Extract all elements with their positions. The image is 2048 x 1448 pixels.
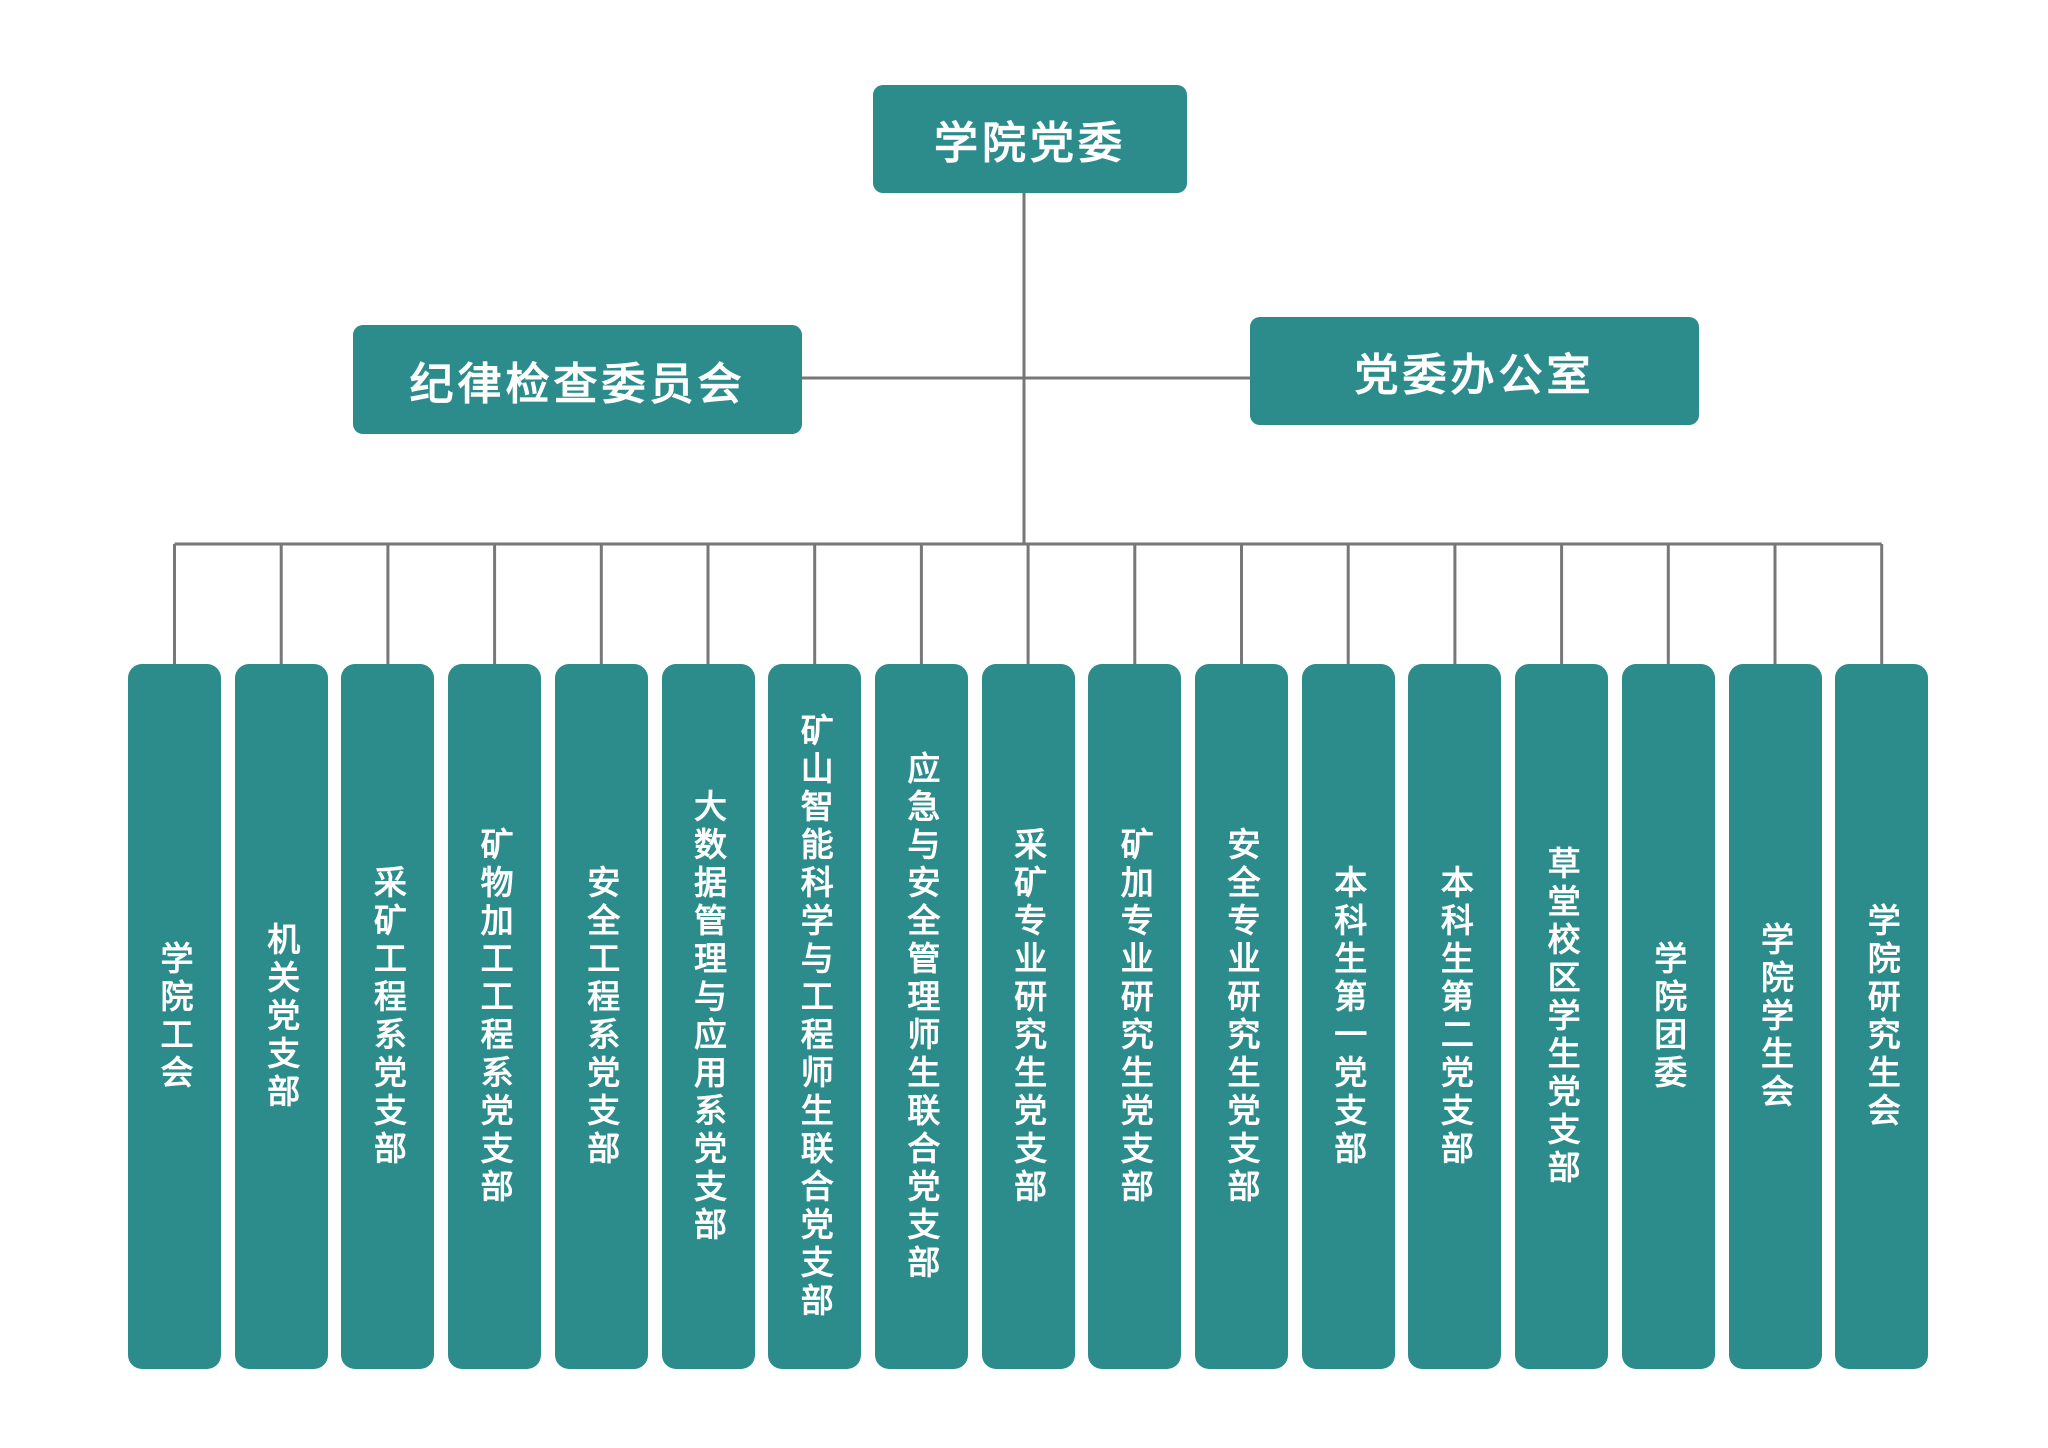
unit-node-label: 采矿专业研究生党支部 [1008,826,1048,1207]
party-office-label: 党委办公室 [1354,350,1595,401]
unit-node: 学院研究生会 [1835,664,1929,1369]
unit-node: 采矿工程系党支部 [341,664,435,1369]
unit-node: 安全专业研究生党支部 [1195,664,1288,1369]
unit-node-label: 本科生第一党支部 [1328,864,1368,1169]
unit-node-label: 应急与安全管理师生联合党支部 [901,750,941,1283]
unit-node-label: 大数据管理与应用系党支部 [688,788,728,1245]
unit-node: 应急与安全管理师生联合党支部 [874,664,968,1369]
unit-node: 机关党支部 [234,664,328,1369]
unit-node-label: 本科生第二党支部 [1435,864,1475,1169]
unit-node: 学院学生会 [1728,664,1822,1369]
unit-node-label: 矿加专业研究生党支部 [1115,826,1155,1207]
unit-node: 草堂校区学生党支部 [1515,664,1609,1369]
unit-node-label: 安全工程系党支部 [581,864,621,1169]
unit-node: 安全工程系党支部 [554,664,648,1369]
unit-node: 本科生第二党支部 [1408,664,1502,1369]
root-node-label: 学院党委 [934,118,1126,169]
unit-node-label: 学院研究生会 [1862,902,1902,1131]
unit-node: 矿物加工工程系党支部 [448,664,542,1369]
unit-node-label: 安全专业研究生党支部 [1222,826,1261,1207]
unit-node: 学院团委 [1621,664,1715,1369]
unit-node: 矿山智能科学与工程师生联合党支部 [768,664,862,1369]
unit-node-label: 学院工会 [155,940,194,1093]
root-node: 学院党委 [873,85,1187,193]
unit-node: 学院工会 [128,664,221,1369]
unit-node: 矿加专业研究生党支部 [1088,664,1182,1369]
unit-node-label: 采矿工程系党支部 [368,864,408,1169]
unit-node-label: 草堂校区学生党支部 [1542,845,1582,1188]
unit-node-label: 学院学生会 [1755,921,1795,1112]
party-office-node: 党委办公室 [1250,317,1699,425]
discipline-committee-label: 纪律检查委员会 [409,358,746,410]
unit-node-label: 矿物加工工程系党支部 [475,826,515,1207]
unit-node-label: 矿山智能科学与工程师生联合党支部 [795,712,835,1321]
unit-node: 采矿专业研究生党支部 [981,664,1075,1369]
unit-node: 大数据管理与应用系党支部 [661,664,755,1369]
discipline-committee-node: 纪律检查委员会 [353,325,802,434]
unit-node-label: 学院团委 [1648,940,1688,1093]
unit-node: 本科生第一党支部 [1301,664,1395,1369]
unit-node-label: 机关党支部 [261,921,301,1112]
